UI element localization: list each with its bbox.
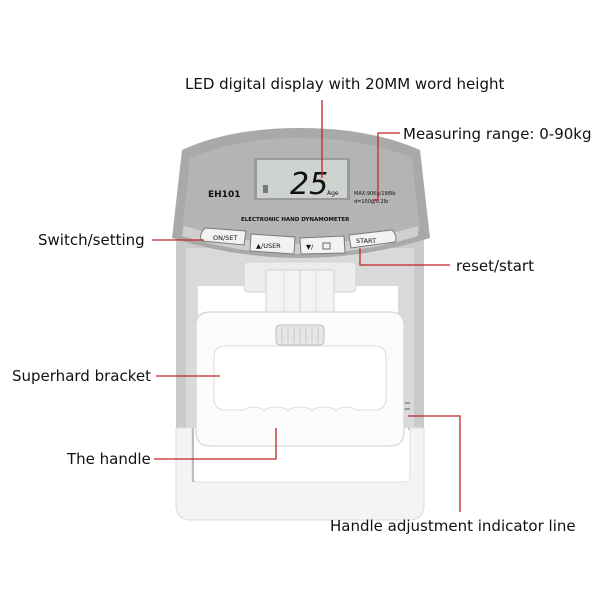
- spec-line-1: MAX:90Kg/198lb: [354, 191, 395, 197]
- range-callout-line: [372, 132, 400, 201]
- model-label: EH101: [208, 190, 240, 200]
- down-button[interactable]: ▼/: [299, 235, 346, 255]
- start-label: START: [356, 237, 376, 245]
- switch-setting-label: Switch/setting: [38, 231, 145, 249]
- device-title: ELECTRONIC HAND DYNAMOMETER: [241, 217, 350, 223]
- user-label: ▲/USER: [256, 242, 281, 250]
- start-button[interactable]: START: [348, 229, 397, 249]
- callout-lines: [152, 100, 461, 512]
- adjustment-line-label: Handle adjustment indicator line: [330, 517, 576, 535]
- led-display-label: LED digital display with 20MM word heigh…: [185, 75, 505, 93]
- user-button[interactable]: ▲/USER: [249, 233, 296, 255]
- handle-label: The handle: [67, 450, 151, 468]
- display-unit: Age: [327, 190, 339, 197]
- lcd-screen: 25 Age: [254, 158, 350, 202]
- adjustment-knob[interactable]: [275, 324, 325, 346]
- superhard-bracket-label: Superhard bracket: [12, 367, 151, 385]
- measuring-range-label: Measuring range: 0-90kg: [403, 125, 592, 143]
- superhard-bracket: [195, 311, 405, 447]
- on-set-button[interactable]: ON/SET: [200, 227, 247, 246]
- reset-callout-line: [359, 248, 450, 266]
- handle-callout-line: [154, 428, 277, 460]
- on-set-label: ON/SET: [213, 234, 237, 242]
- spec-line-2: d=100g/0.2lb: [354, 199, 388, 205]
- down-label: ▼/: [306, 243, 314, 251]
- reset-start-label: reset/start: [456, 257, 534, 275]
- indicator-callout-line: [408, 415, 461, 512]
